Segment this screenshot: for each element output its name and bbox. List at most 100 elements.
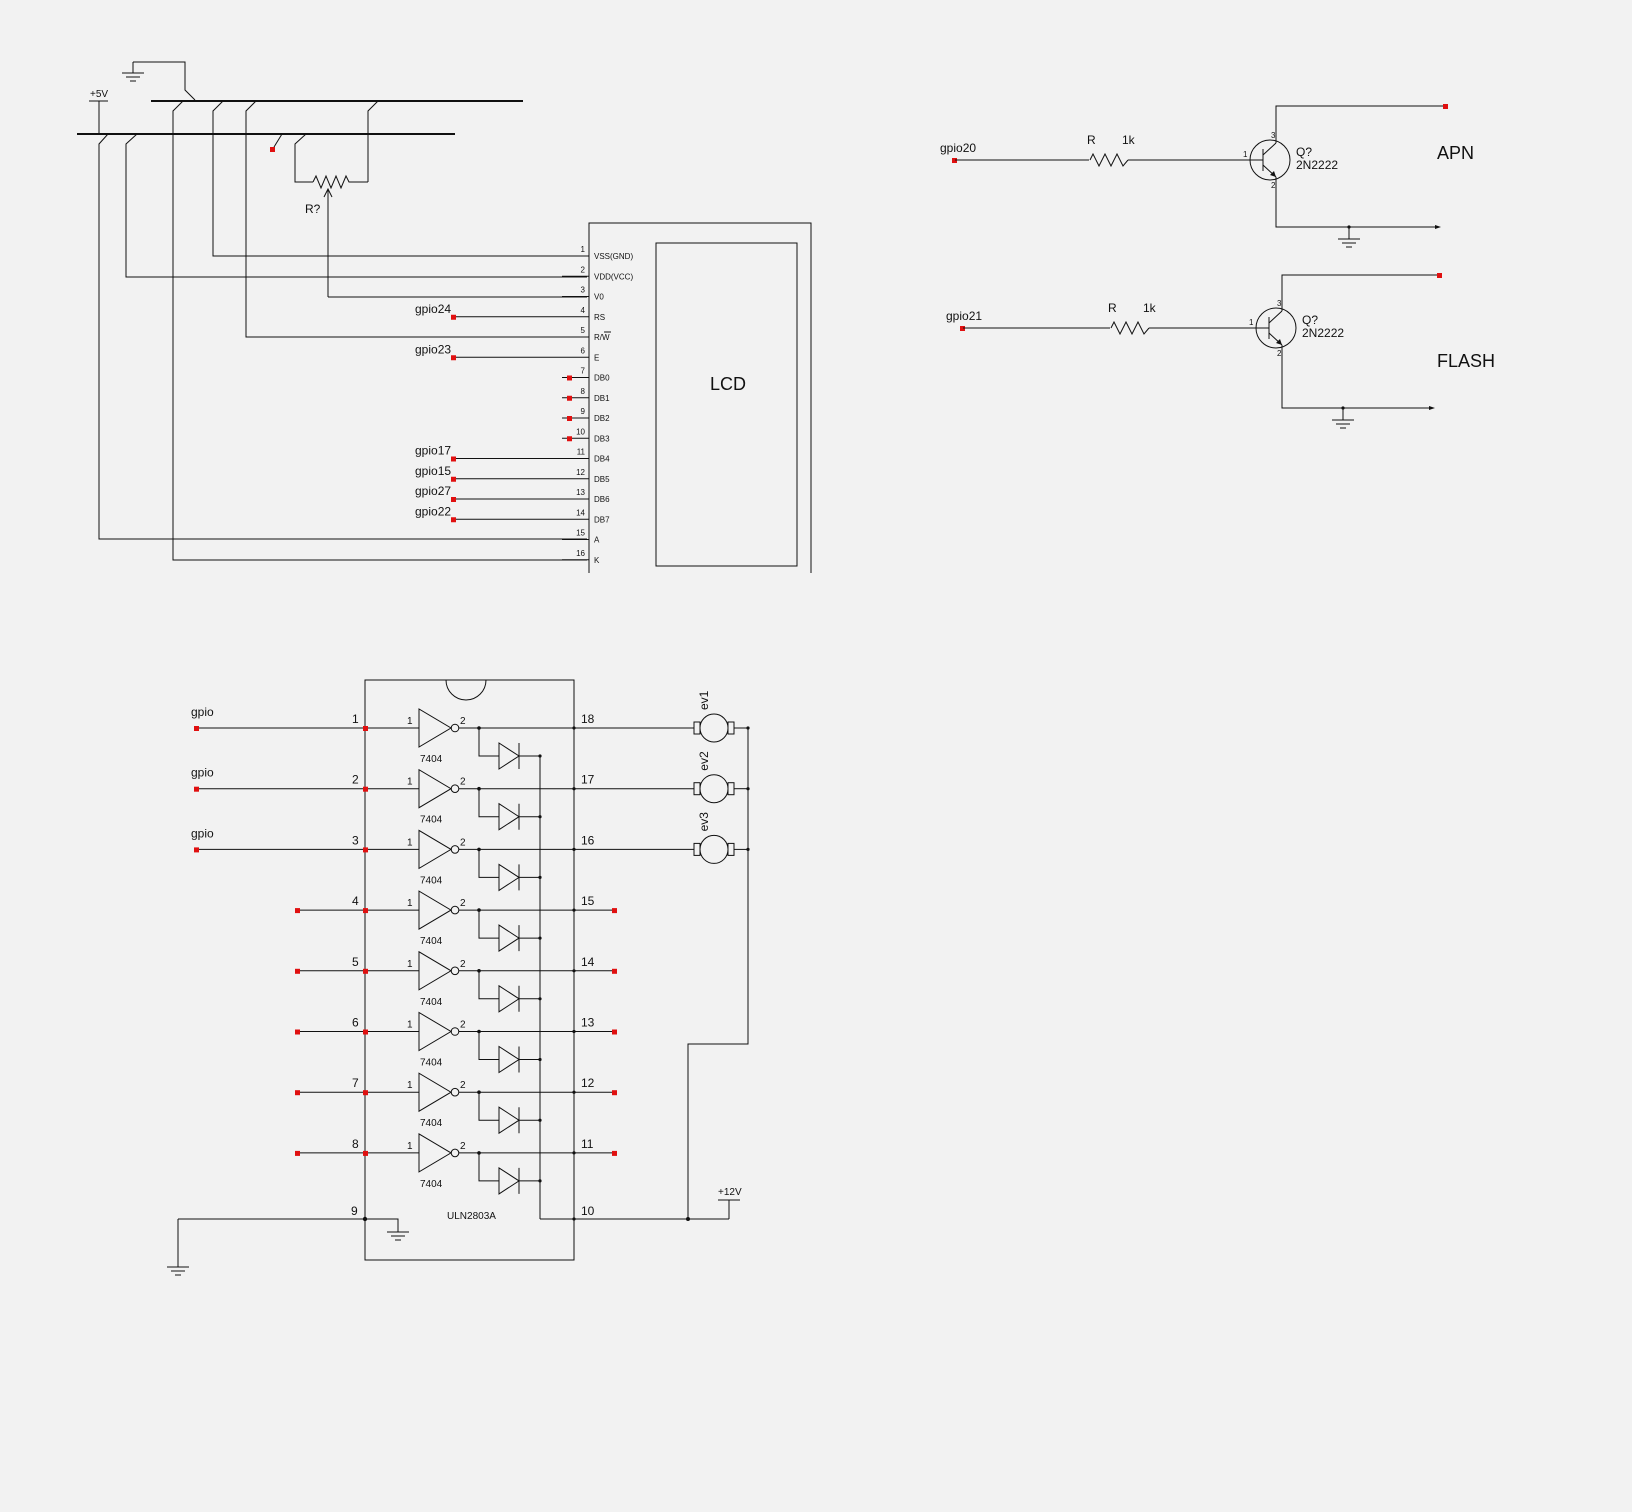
lcd-pin-name: DB0 [594, 374, 610, 383]
gate-part: 7404 [420, 754, 443, 765]
lcd-pin-num: 15 [576, 529, 585, 538]
lcd-net-label: gpio22 [415, 504, 451, 518]
lcd-pin-num: 8 [581, 387, 586, 396]
switch-function-label: FLASH [1437, 351, 1495, 371]
lcd-pin-num: 16 [576, 549, 585, 558]
lcd-pin-name: RS [594, 313, 605, 322]
uln-in-pin: 1 [352, 712, 359, 726]
uln-out-pin: 16 [581, 833, 595, 847]
uln-in-pin: 6 [352, 1016, 359, 1030]
gate-part: 7404 [420, 1118, 443, 1129]
ground-symbol [122, 62, 144, 82]
uln-part-label: ULN2803A [447, 1211, 496, 1222]
uln-channel-4: 4 1 2 7404 15 [295, 890, 617, 953]
lcd-unused-pin [567, 395, 572, 401]
gate-part: 7404 [420, 936, 443, 947]
transistor-ref: Q? [1296, 145, 1312, 159]
resistor-value: 1k [1143, 301, 1157, 315]
uln-input-net: gpio [191, 766, 214, 780]
lcd-pin-num: 4 [581, 306, 586, 315]
uln-in-pin: 2 [352, 773, 359, 787]
resistor-ref: R [1087, 133, 1096, 147]
lcd-pin-name: V0 [594, 293, 604, 302]
lcd-pin-num: 12 [576, 468, 585, 477]
uln-in-pin: 8 [352, 1137, 359, 1151]
lcd-pin-name: DB3 [594, 434, 610, 443]
ground-symbol-chip [387, 1231, 409, 1241]
gate-out-pin: 2 [460, 1080, 466, 1091]
uln-out-pin: 12 [581, 1076, 595, 1090]
uln-out-pin: 15 [581, 894, 595, 908]
lcd-unused-pin [567, 416, 572, 421]
uln-pin9-num: 9 [351, 1204, 358, 1218]
lcd-unused-pin [567, 436, 572, 442]
pin-c: 3 [1277, 299, 1282, 308]
lcd-power-wiring: +5V R? [77, 61, 587, 561]
gate-part: 7404 [420, 815, 443, 826]
lcd-pin-name: DB2 [594, 414, 610, 423]
lcd-pin-name: VSS(GND) [594, 252, 633, 261]
uln-input-net: gpio [191, 705, 214, 719]
gate-part: 7404 [420, 1058, 443, 1069]
gate-out-pin: 2 [460, 898, 466, 909]
load-label: ev1 [697, 690, 711, 710]
lcd-pin-num: 11 [577, 448, 586, 457]
lcd-pin-name: DB5 [594, 475, 610, 484]
uln-in-pin: 3 [352, 833, 359, 847]
gate-in-pin: 1 [407, 898, 413, 909]
transistor-part: 2N2222 [1302, 326, 1344, 340]
gate-out-pin: 2 [460, 777, 466, 788]
lcd-pin-num: 6 [581, 346, 586, 355]
gate-part: 7404 [420, 875, 443, 886]
lcd-pin-name: DB4 [594, 455, 610, 464]
uln2803a-chip: ULN2803A [364, 679, 575, 1261]
uln-channel-2: gpio 2 1 2 7404 17 ev2 [191, 751, 750, 831]
uln-in-pin: 4 [352, 894, 359, 908]
gate-part: 7404 [420, 997, 443, 1008]
gate-in-pin: 1 [407, 837, 413, 848]
uln-pin10-num: 10 [581, 1204, 595, 1218]
load-label: ev3 [697, 812, 711, 832]
uln-input-net: gpio [191, 826, 214, 840]
resistor-ref: R [1108, 301, 1117, 315]
uln-out-pin: 17 [581, 773, 595, 787]
plus12v-label: +12V [718, 1187, 742, 1198]
uln-out-pin: 14 [581, 955, 595, 969]
gate-in-pin: 1 [407, 777, 413, 788]
transistor-part: 2N2222 [1296, 158, 1338, 172]
gate-out-pin: 2 [460, 1141, 466, 1152]
pin-c: 3 [1271, 131, 1276, 140]
transistor-input-label: gpio20 [940, 141, 976, 155]
lcd-pin-num: 10 [576, 427, 585, 436]
uln-out-pin: 11 [581, 1137, 594, 1151]
uln-out-pin: 13 [581, 1016, 595, 1030]
gate-in-pin: 1 [407, 1141, 413, 1152]
uln-in-pin: 7 [352, 1076, 359, 1090]
lcd-pin-num: 9 [581, 407, 586, 416]
lcd-net-label: gpio17 [415, 444, 451, 458]
transistor-ref: Q? [1302, 313, 1318, 327]
pin-b: 1 [1243, 150, 1248, 159]
lcd-pin-name: VDD(VCC) [594, 272, 633, 281]
load-label: ev2 [697, 751, 711, 771]
pin-e: 2 [1271, 181, 1276, 190]
uln-in-pin: 5 [352, 955, 359, 969]
gate-in-pin: 1 [407, 959, 413, 970]
pin-e: 2 [1277, 349, 1282, 358]
lcd-pin-name: DB1 [594, 394, 610, 403]
lcd-pin-num: 14 [576, 508, 585, 517]
lcd-pin-name: K [594, 556, 600, 565]
lcd-pin-num: 1 [581, 245, 586, 254]
lcd-pin-name: DB7 [594, 515, 610, 524]
uln-out-pin: 18 [581, 712, 595, 726]
lcd-pin-name: R/W [594, 333, 610, 342]
lcd-net-label: gpio27 [415, 484, 451, 498]
